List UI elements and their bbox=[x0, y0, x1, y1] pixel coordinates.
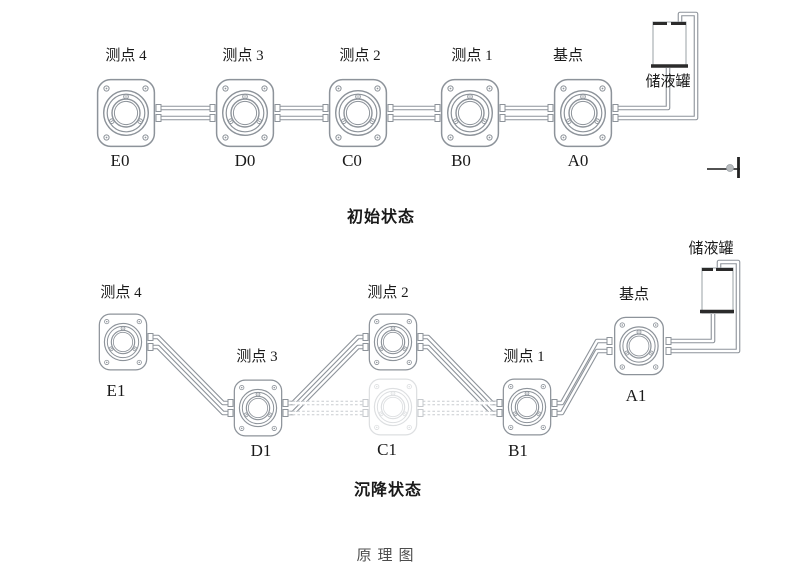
point-code-c0: C0 bbox=[342, 151, 362, 170]
tube-network-initial bbox=[156, 11, 699, 121]
pipe-a1-tank-bottom bbox=[666, 314, 716, 344]
point-label-e0: 测点 4 bbox=[105, 48, 147, 64]
reservoir-tank-initial-icon bbox=[651, 21, 688, 68]
point-label-b0: 测点 1 bbox=[451, 48, 493, 64]
point-code-a1: A1 bbox=[625, 386, 647, 405]
point-label-e1: 测点 4 bbox=[100, 285, 142, 301]
reservoir-tank-settlement-icon bbox=[700, 267, 734, 314]
sensor-e0 bbox=[96, 78, 156, 148]
tube-fittings-settlement bbox=[147, 333, 672, 417]
tank-label-settlement: 储液罐 bbox=[688, 241, 734, 257]
tank-label-initial: 储液罐 bbox=[645, 74, 691, 90]
point-label-c0: 测点 2 bbox=[339, 48, 381, 64]
point-label-b1: 测点 1 bbox=[503, 349, 545, 365]
sensor-d0 bbox=[215, 78, 275, 148]
sensor-e1 bbox=[98, 313, 148, 371]
point-code-c1: C1 bbox=[377, 440, 397, 459]
settlement-state-diagram bbox=[98, 259, 741, 437]
point-code-a0: A0 bbox=[567, 151, 589, 170]
point-label-c1: 测点 2 bbox=[367, 285, 409, 301]
sensor-a0 bbox=[553, 78, 613, 148]
sensor-d1 bbox=[233, 379, 283, 437]
point-label-a1: 基点 bbox=[618, 287, 650, 303]
point-code-b1: B1 bbox=[508, 441, 528, 460]
title-initial-state: 初始状态 bbox=[346, 209, 416, 226]
point-code-d1: D1 bbox=[250, 441, 272, 460]
sensor-c0 bbox=[328, 78, 388, 148]
sensor-b0 bbox=[440, 78, 500, 148]
title-settlement-state: 沉降状态 bbox=[353, 482, 423, 499]
sensor-point2-settled bbox=[368, 313, 418, 371]
point-code-e0: E0 bbox=[110, 151, 130, 170]
point-label-d0: 测点 3 bbox=[222, 48, 264, 64]
point-label-d1: 测点 3 bbox=[236, 349, 278, 365]
sensor-b1 bbox=[502, 378, 552, 436]
tube-fittings-initial bbox=[155, 104, 619, 122]
point-code-b0: B0 bbox=[451, 151, 471, 170]
initial-state-diagram bbox=[96, 11, 740, 178]
pipe-end-mark-icon bbox=[707, 157, 740, 178]
point-code-e1: E1 bbox=[106, 381, 126, 400]
point-code-d0: D0 bbox=[234, 151, 256, 170]
point-label-a0: 基点 bbox=[552, 48, 584, 64]
figure-caption: 原理图 bbox=[356, 548, 420, 564]
sensor-a1 bbox=[613, 316, 665, 376]
sensor-c1-ghost bbox=[368, 378, 418, 436]
